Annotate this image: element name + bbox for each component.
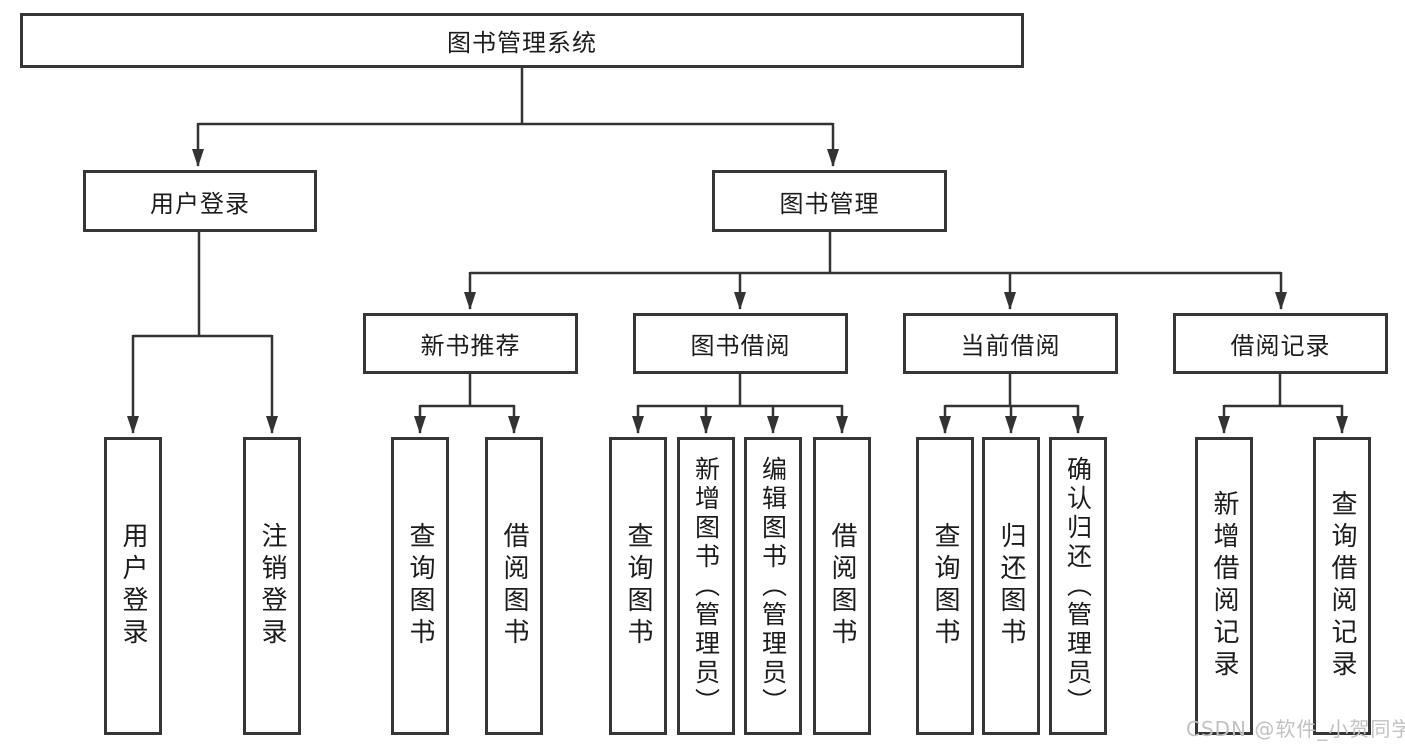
node-new-book-recommend: 新书推荐: [363, 313, 578, 374]
csdn-watermark: CSDN @软件_小贺同学: [1186, 717, 1405, 741]
node-leaf-add-borrow-record: 新增借阅记录: [1195, 437, 1253, 735]
node-leaf-query-books-borrow: 查询图书: [609, 437, 667, 735]
node-borrow-records: 借阅记录: [1173, 313, 1388, 374]
node-leaf-return-book: 归还图书: [982, 437, 1040, 735]
node-leaf-logout: 注销登录: [243, 437, 301, 735]
node-leaf-edit-book-admin: 编辑图书（管理员）: [744, 437, 802, 735]
node-leaf-borrow-books-recommend: 借阅图书: [485, 437, 543, 735]
node-leaf-confirm-return-admin: 确认归还（管理员）: [1049, 437, 1107, 735]
node-library-system-root: 图书管理系统: [20, 13, 1024, 68]
node-book-management-branch: 图书管理: [712, 170, 947, 232]
node-leaf-add-book-admin: 新增图书（管理员）: [677, 437, 735, 735]
node-leaf-borrow-books: 借阅图书: [813, 437, 871, 735]
node-user-login-branch: 用户登录: [83, 170, 317, 232]
node-leaf-query-borrow-record: 查询借阅记录: [1313, 437, 1371, 735]
node-current-borrow: 当前借阅: [903, 313, 1118, 374]
node-leaf-query-books-recommend: 查询图书: [391, 437, 449, 735]
node-leaf-user-login: 用户登录: [104, 437, 162, 735]
node-leaf-query-books-current: 查询图书: [916, 437, 974, 735]
node-book-borrow: 图书借阅: [633, 313, 848, 374]
